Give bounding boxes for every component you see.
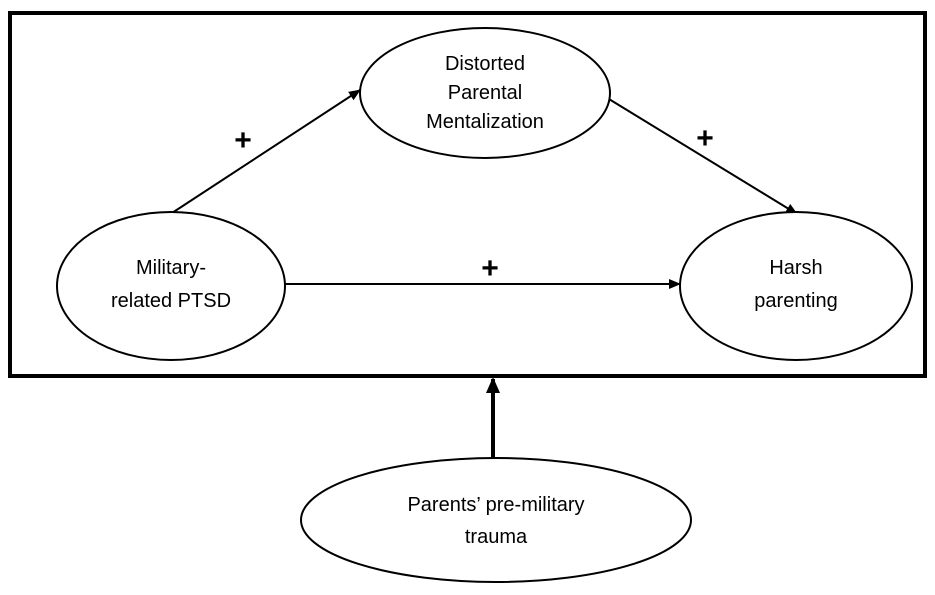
model-box	[8, 11, 927, 378]
edge-ptsd-to-mentalization	[171, 89, 361, 214]
node-trauma-line-2: trauma	[465, 526, 528, 548]
node-mentalization-line-3: Mentalization	[426, 111, 544, 133]
node-ptsd-line-2: related PTSD	[111, 290, 231, 312]
sign-ptsd-to-parenting: +	[481, 252, 499, 285]
node-ptsd-line-1: Military-	[136, 257, 206, 279]
node-mentalization-line-2: Parental	[448, 82, 523, 104]
node-parenting-shape	[679, 211, 913, 361]
node-parenting: Harsh parenting	[679, 211, 913, 361]
node-ptsd: Military- related PTSD	[56, 211, 286, 361]
node-parenting-line-2: parenting	[754, 290, 837, 312]
node-mentalization-shape	[359, 27, 611, 159]
node-parenting-line-1: Harsh	[769, 257, 822, 279]
edge-mentalization-to-parenting	[603, 95, 798, 215]
node-mentalization-line-1: Distorted	[445, 53, 525, 75]
sign-ptsd-to-mentalization: +	[234, 124, 252, 157]
node-ptsd-shape	[56, 211, 286, 361]
node-trauma-shape	[300, 457, 692, 583]
node-trauma: Parents’ pre-military trauma	[300, 457, 692, 583]
node-mentalization: Distorted Parental Mentalization	[359, 27, 611, 159]
node-trauma-line-1: Parents’ pre-military	[407, 494, 584, 516]
sign-mentalization-to-parenting: +	[696, 122, 714, 155]
